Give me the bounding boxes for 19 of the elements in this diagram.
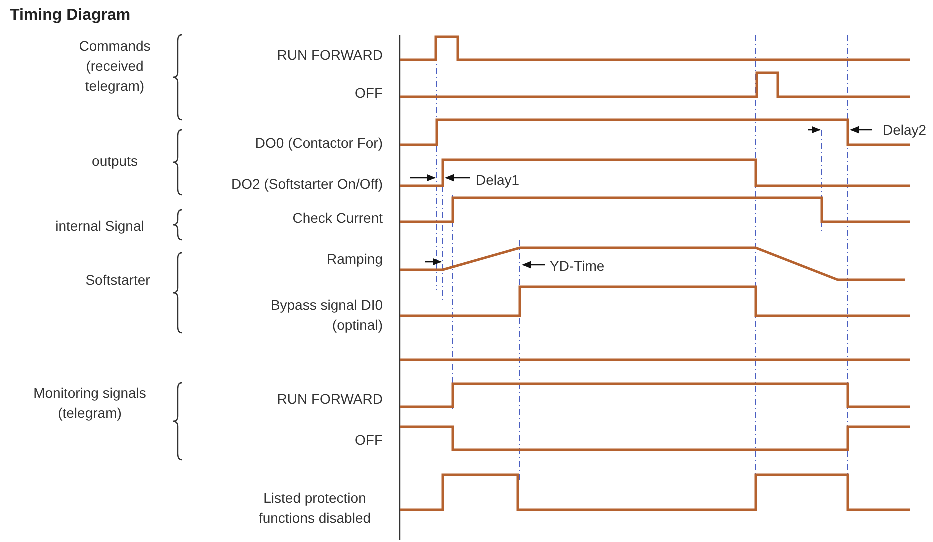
signal-label: OFF bbox=[355, 431, 383, 450]
signal-label: DO2 (Softstarter On/Off) bbox=[232, 175, 383, 194]
signal-label: RUN FORWARD bbox=[277, 46, 383, 65]
delay-label: Delay1 bbox=[476, 171, 520, 190]
signal-label: OFF bbox=[355, 84, 383, 103]
signal-label: Ramping bbox=[326, 250, 383, 269]
group-label: Softstarter bbox=[84, 271, 152, 290]
signal-label: RUN FORWARD bbox=[277, 390, 383, 409]
group-label: internal Signal bbox=[54, 217, 146, 236]
group-label: outputs bbox=[91, 152, 139, 171]
group-label: Commands (received telegram) bbox=[78, 37, 152, 96]
signal-label: Check Current bbox=[292, 209, 383, 228]
group-label: Monitoring signals (telegram) bbox=[32, 384, 148, 423]
signal-label: DO0 (Contactor For) bbox=[255, 134, 383, 153]
page-title: Timing Diagram bbox=[10, 6, 131, 26]
signal-label: Bypass signal DI0 (optinal) bbox=[270, 296, 383, 335]
delay-label: Delay2 bbox=[883, 121, 927, 140]
signal-label: Listed protection functions disabled bbox=[258, 489, 372, 528]
delay-label: YD-Time bbox=[550, 257, 605, 276]
